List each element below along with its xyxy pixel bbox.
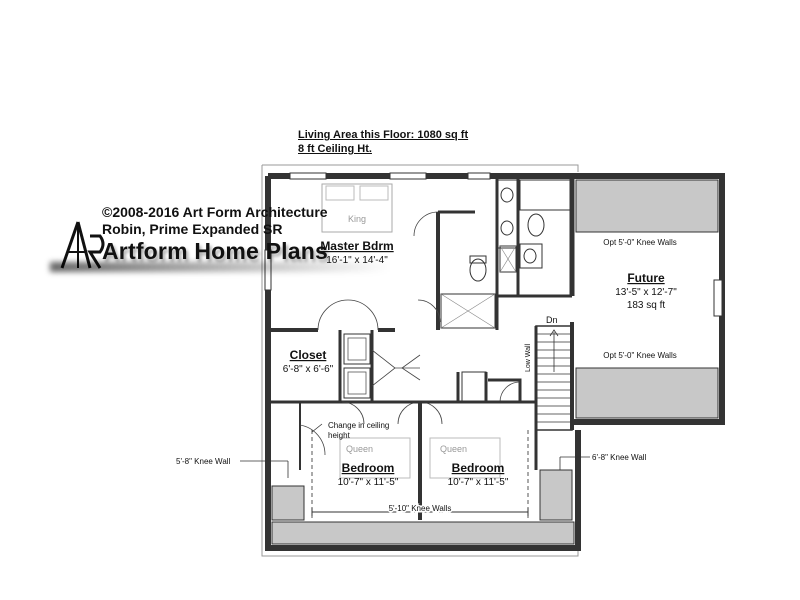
hall-sink [523,248,537,264]
linen-closet [499,245,517,273]
bedroom2-door-swing [419,401,443,425]
bedroom1-closet-door-swing [299,424,326,456]
low-wall-label: Low Wall [525,343,532,372]
dryer-drum [347,371,367,395]
ceiling-change-text-line2: height [328,431,351,440]
master-toilet [469,258,487,282]
stairs [534,325,573,470]
future-room-dims: 13'-5" x 12'-7" [615,287,677,298]
copyright-line: ©2008-2016 Art Form Architecture [102,204,328,220]
hall-toilet [527,213,545,237]
stair-door-swing [499,381,521,403]
queen-bed-1-label: Queen [346,444,373,454]
closet-door-swing-2 [347,299,379,331]
shower-drain-line-2 [440,293,496,329]
main-outer-wall [265,176,581,551]
king-pillow-2 [359,185,389,201]
queen-bed-1 [339,437,411,479]
master-entry-door-swing [417,299,441,323]
master-window-3 [467,172,491,180]
future-window [713,279,723,317]
bedroom-1-dims: 10'-7" x 11'-5" [338,477,399,488]
logo-a-left-stroke [60,221,80,269]
shower [440,293,496,329]
stair-landing-wall [488,378,522,402]
plan-name-line: Robin, Prime Expanded SR [102,221,283,237]
knee-wall-right-label: 6'-8" Knee Wall [592,453,647,462]
master-bedroom-dims: 16'-1" x 14'-4" [326,255,388,266]
hall-door-diagonal-1 [371,349,396,387]
future-knee-band-bottom [575,367,719,419]
eave-right [539,469,573,521]
bedroom1-door-swing [341,401,365,425]
living-area-label: Living Area this Floor: 1080 sq ft [298,129,469,141]
master-window-2 [389,172,427,180]
tub [519,179,571,211]
hall-closet [461,371,487,403]
brand-name: Artform Home Plans [102,238,328,264]
closet-name: Closet [290,348,327,362]
dryer [343,367,371,399]
queen-bed-2 [429,437,501,479]
king-bed [321,183,393,233]
closet-door-swing-1 [317,299,349,331]
hall-door-diagonal-2 [401,354,421,381]
master-bedroom-name: Master Bdrm [320,239,393,253]
vanity [496,179,518,249]
washer [343,333,371,365]
sink-1 [500,187,514,203]
hall-sink-cabinet [519,243,543,269]
bedroom-2-name: Bedroom [452,461,505,475]
ceiling-height-label: 8 ft Ceiling Ht. [298,143,372,155]
artform-logo-mark [60,221,105,269]
ceiling-change-leader [311,423,323,433]
washer-drum [347,337,367,361]
knee-wall-note-mid: Opt 5'-0" Knee Walls [603,351,676,360]
logo-shadow [50,262,390,272]
closet-dims: 6'-8" x 6'-6" [283,364,334,375]
future-room-area: 183 sq ft [627,300,666,311]
knee-wall-bottom-label: 5'-10" Knee Walls [389,504,452,513]
stairs-down-label: Dn [546,315,558,325]
bedroom-1-name: Bedroom [342,461,395,475]
future-room-name: Future [627,271,665,285]
king-pillow-1 [325,185,355,201]
logo-a-right-stroke [76,221,92,269]
bedroom1-inner-door-swing [397,401,421,425]
logo-r-stroke [87,234,105,269]
master-window-1 [289,172,327,180]
bedroom-2-dims: 10'-7" x 11'-5" [448,477,509,488]
eave-left [271,485,305,521]
ceiling-change-text: Change in ceiling [328,421,389,430]
linen-closet-x-2 [499,245,517,273]
sink-2 [500,220,514,236]
eave-bottom [271,521,575,545]
stair-arrow-head [549,329,559,337]
queen-bed-2-label: Queen [440,444,467,454]
master-bath-door-swing [413,211,439,237]
king-bed-label: King [348,214,366,224]
future-knee-band-top [575,179,719,233]
knee-wall-left-label: 5'-8" Knee Wall [176,457,231,466]
master-toilet-tank [469,255,487,264]
knee-wall-note-top: Opt 5'-0" Knee Walls [603,238,676,247]
